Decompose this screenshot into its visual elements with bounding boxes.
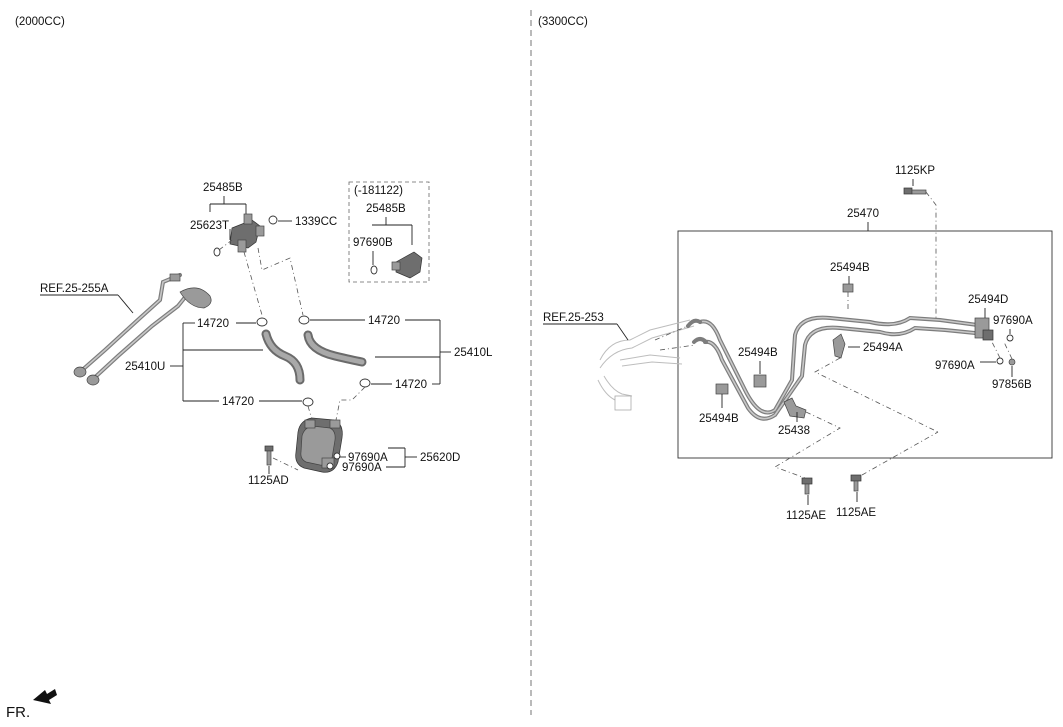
part-1125ad-label: 1125AD xyxy=(248,475,289,487)
part-1125ae-label-1: 1125AE xyxy=(786,510,826,522)
part-25485b-label: 25485B xyxy=(203,182,243,194)
part-14720-label-1: 14720 xyxy=(197,318,229,330)
right-section-header: (3300CC) xyxy=(538,16,588,28)
part-14720-label-4: 14720 xyxy=(395,379,427,391)
right-assembly: 25470 REF.25-253 1125KP xyxy=(543,165,1053,522)
part-97690a-label-low: 97690A xyxy=(935,360,975,372)
part-25494b-label-top: 25494B xyxy=(830,262,870,274)
part-25494b-label-mid: 25494B xyxy=(738,347,778,359)
part-25410u-label: 25410U xyxy=(125,361,165,373)
part-25438-label: 25438 xyxy=(778,425,810,437)
part-1125kp-label: 1125KP xyxy=(895,165,935,177)
part-97690a-label-1: 97690A xyxy=(348,452,388,464)
inset-25485b-label: 25485B xyxy=(366,203,406,215)
assembly-25470-box xyxy=(677,230,1053,459)
part-25410l-label: 25410L xyxy=(454,347,493,359)
part-25620d-label: 25620D xyxy=(420,452,460,464)
part-97690a-label-top: 97690A xyxy=(993,315,1033,327)
part-14720-label-2: 14720 xyxy=(368,315,400,327)
inset-97690b-label: 97690B xyxy=(353,237,393,249)
part-97690a-label-2: 97690A xyxy=(342,462,382,474)
part-25494b-label-low: 25494B xyxy=(699,413,739,425)
inset-box xyxy=(348,181,430,283)
part-25494d-label: 25494D xyxy=(968,294,1008,306)
left-section-header: (2000CC) xyxy=(15,16,65,28)
front-direction-indicator: FR. xyxy=(6,689,57,721)
ref-25-253-label: REF.25-253 xyxy=(543,312,604,324)
part-14720-label-3: 14720 xyxy=(222,396,254,408)
fr-label: FR. xyxy=(6,704,30,721)
ref-25-255a-label: REF.25-255A xyxy=(40,283,109,295)
part-97856b-label: 97856B xyxy=(992,379,1032,391)
front-arrow-icon xyxy=(33,689,57,704)
part-25623t-label: 25623T xyxy=(190,220,229,232)
part-25470-label: 25470 xyxy=(847,208,879,220)
part-25494a-label: 25494A xyxy=(863,342,903,354)
part-1339cc-label: 1339CC xyxy=(295,216,337,228)
part-1125ae-label-2: 1125AE xyxy=(836,507,876,519)
left-assembly: REF.25-255A 25485B 25623T 1339CC (-18112… xyxy=(40,181,493,487)
inset-title-label: (-181122) xyxy=(354,185,403,197)
